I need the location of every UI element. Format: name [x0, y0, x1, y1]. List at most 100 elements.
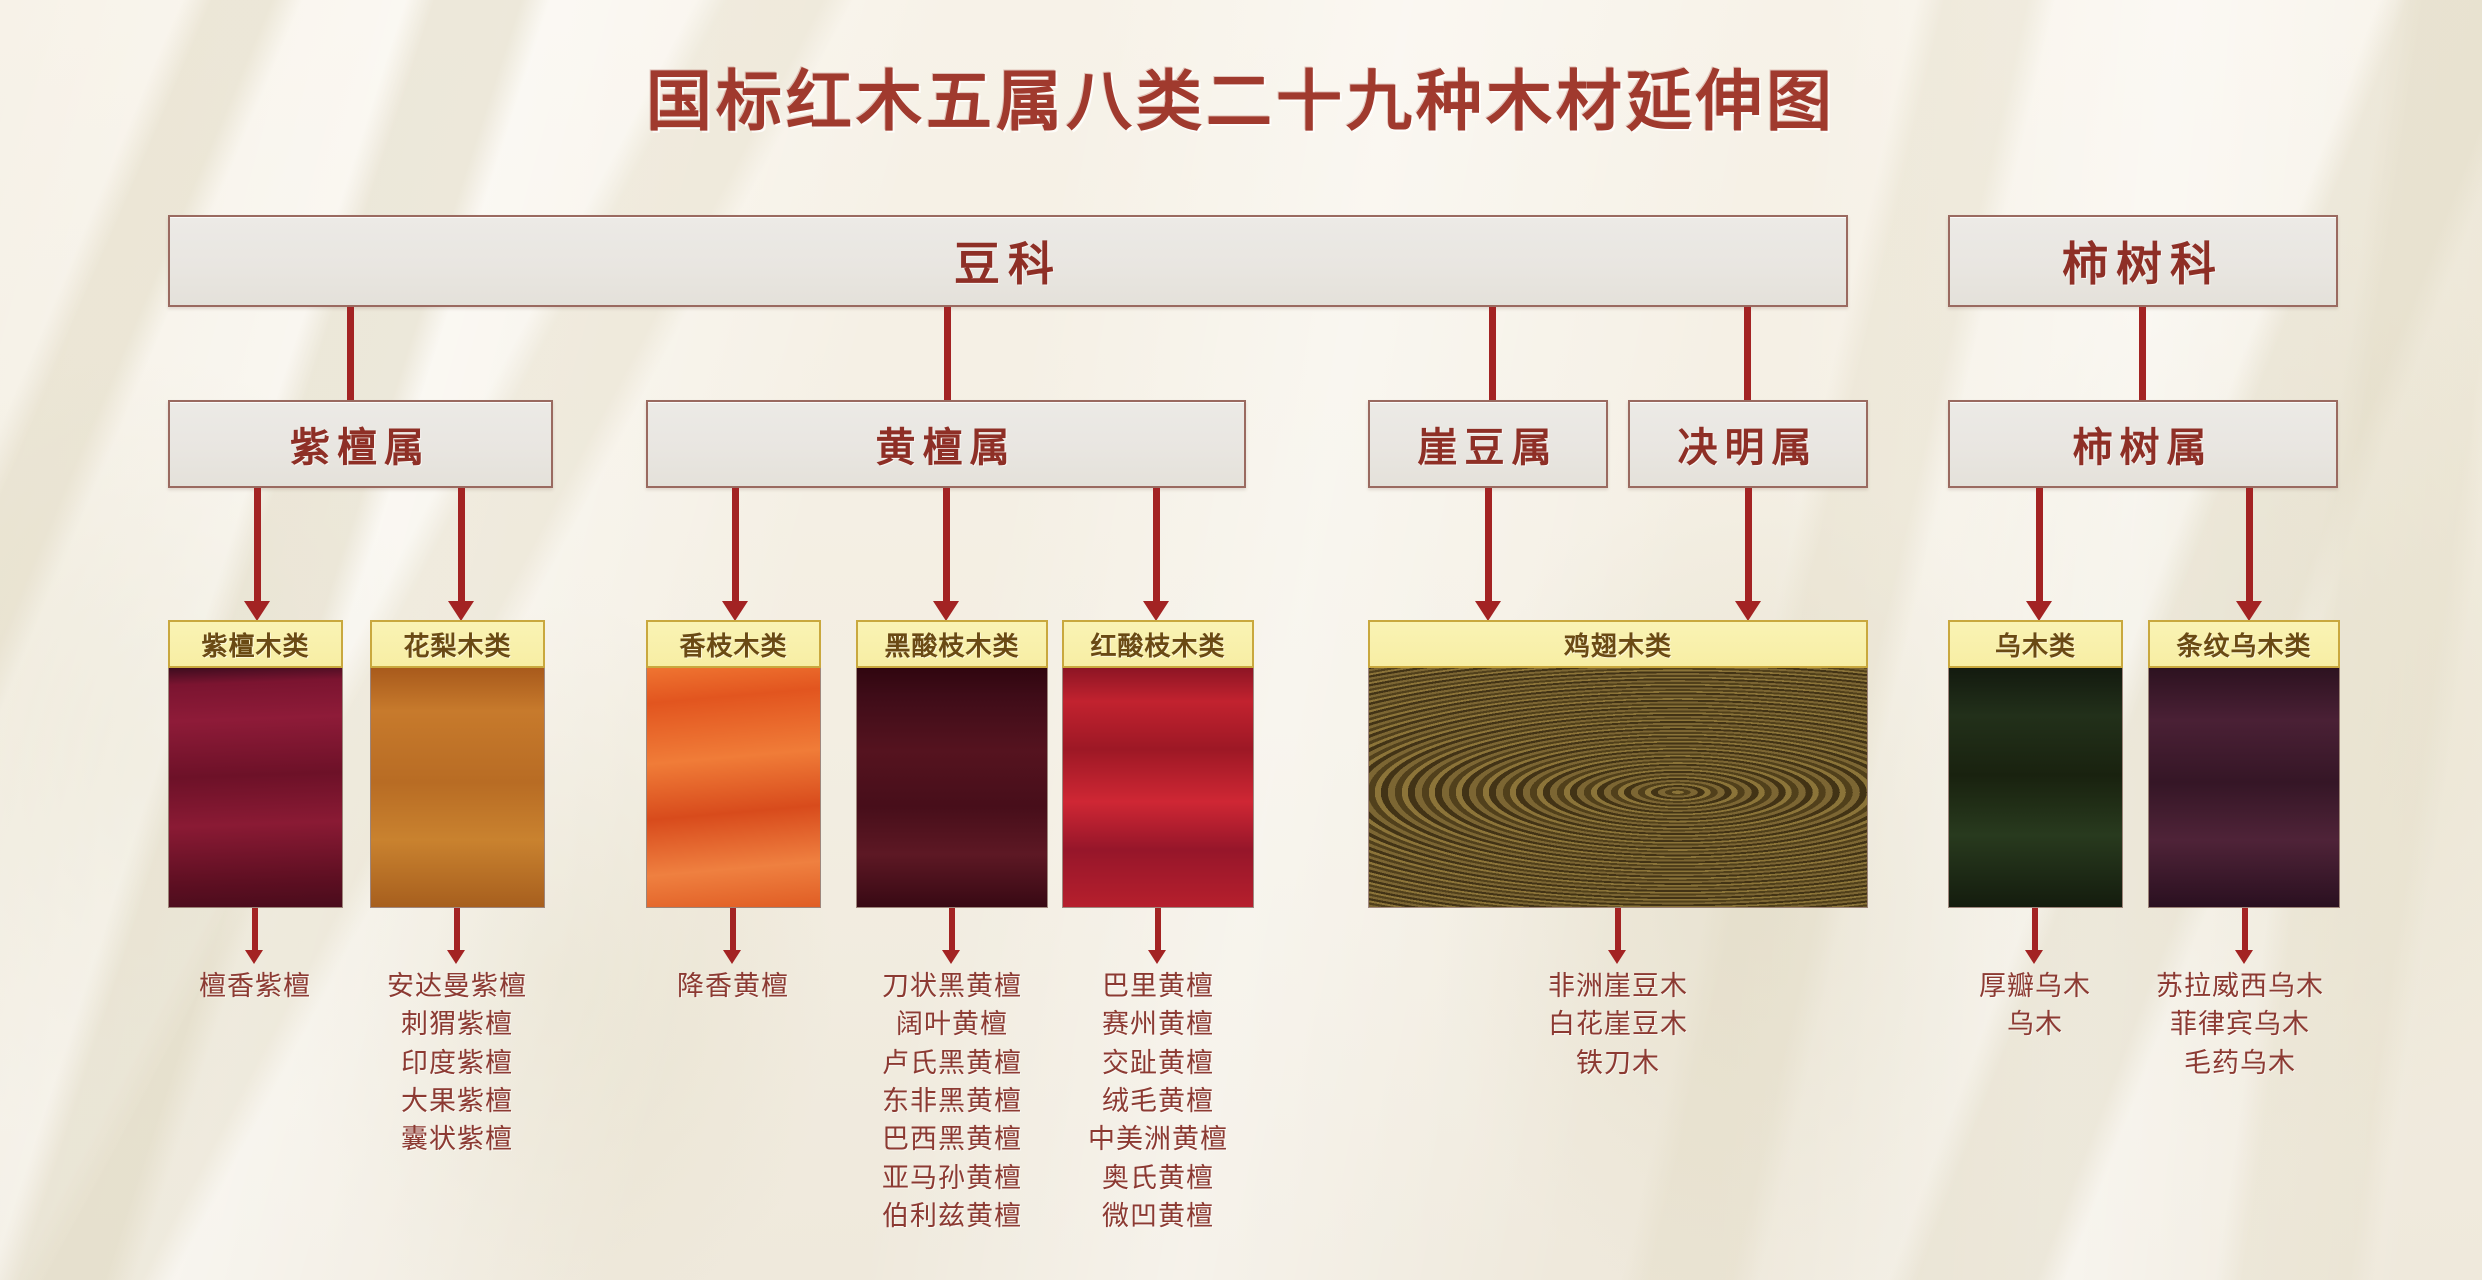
genus-box-dalbergia[interactable]: 黄檀属 — [646, 400, 1246, 488]
category-label: 条纹乌木类 — [2176, 631, 2312, 662]
arrowhead-tiaowenwumu-species — [2235, 950, 2253, 964]
connector-pterocarpus-to-huali — [458, 488, 465, 601]
connector-dalbergia-to-hongsuanzhi — [1153, 488, 1160, 601]
genus-box-diospyros[interactable]: 柿树属 — [1948, 400, 2338, 488]
connector-diospyros-to-wumu — [2036, 488, 2043, 601]
species-item: 巴西黑黄檀 — [882, 1124, 1022, 1156]
category-header-wumu[interactable]: 乌木类 — [1948, 620, 2123, 668]
connector-wumu-to-species — [2032, 908, 2038, 950]
wood-grain-texture — [371, 668, 544, 907]
connector-fabaceae-to-cassia — [1744, 307, 1751, 400]
category-label: 花梨木类 — [403, 631, 512, 662]
species-item: 非洲崖豆木 — [1548, 971, 1688, 1002]
connector-xiangzhi-to-species — [730, 908, 736, 950]
connector-ebenaceae-to-diospyros — [2139, 307, 2146, 400]
genus-box-pterocarpus[interactable]: 紫檀属 — [168, 400, 553, 488]
connector-millettia-to-jichi — [1485, 488, 1492, 601]
species-item: 中美洲黄檀 — [1088, 1124, 1228, 1156]
arrowhead-heisuanzhi — [933, 601, 959, 621]
arrowhead-wumu-species — [2025, 950, 2043, 964]
genus-box-millettia[interactable]: 崖豆属 — [1368, 400, 1608, 488]
genus-label: 决明属 — [1677, 425, 1819, 471]
category-header-huali[interactable]: 花梨木类 — [370, 620, 545, 668]
species-item: 刺猬紫檀 — [401, 1009, 513, 1041]
connector-diospyros-to-tiaowenwumu — [2246, 488, 2253, 601]
species-list-huali: 安达曼紫檀 刺猬紫檀 印度紫檀 大果紫檀 囊状紫檀 — [332, 968, 582, 1160]
wood-swatch-heisuanzhi — [856, 668, 1048, 908]
genus-label: 紫檀属 — [290, 425, 431, 471]
arrowhead-jichi-left — [1475, 601, 1501, 621]
wood-grain-texture — [1063, 668, 1253, 907]
category-header-xiangzhi[interactable]: 香枝木类 — [646, 620, 821, 668]
connector-huali-to-species — [454, 908, 460, 950]
wood-swatch-wumu — [1948, 668, 2123, 908]
species-item: 绒毛黄檀 — [1102, 1085, 1214, 1117]
species-item: 厚瓣乌木 — [1979, 971, 2091, 1002]
wood-swatch-huali — [370, 668, 545, 908]
category-label: 乌木类 — [1994, 631, 2076, 662]
species-item: 巴里黄檀 — [1102, 971, 1214, 1002]
species-item: 铁刀木 — [1576, 1047, 1660, 1079]
connector-zitan-to-species — [252, 908, 258, 950]
species-item: 刀状黑黄檀 — [882, 971, 1022, 1002]
species-item: 毛药乌木 — [2184, 1047, 2296, 1079]
wood-grain-texture — [857, 668, 1047, 907]
connector-jichi-to-species — [1615, 908, 1621, 950]
family-label: 柿树科 — [2062, 237, 2224, 291]
wood-swatch-zitan — [168, 668, 343, 908]
species-list-hongsuanzhi: 巴里黄檀 赛州黄檀 交趾黄檀 绒毛黄檀 中美洲黄檀 奥氏黄檀 微凹黄檀 — [1033, 968, 1283, 1236]
wood-grain-texture — [647, 668, 820, 907]
arrowhead-hongsuanzhi — [1143, 601, 1169, 621]
species-list-xiangzhi: 降香黄檀 — [608, 968, 858, 1006]
species-item: 印度紫檀 — [401, 1047, 513, 1079]
arrowhead-xiangzhi — [722, 601, 748, 621]
wood-grain-texture — [169, 668, 342, 907]
arrowhead-jichi-right — [1735, 601, 1761, 621]
species-item: 亚马孙黄檀 — [882, 1162, 1022, 1194]
category-label: 香枝木类 — [679, 631, 788, 662]
wood-swatch-xiangzhi — [646, 668, 821, 908]
connector-pterocarpus-to-zitan — [254, 488, 261, 601]
connector-cassia-to-jichi — [1745, 488, 1752, 601]
species-list-zitan: 檀香紫檀 — [130, 968, 380, 1006]
family-box-fabaceae[interactable]: 豆科 — [168, 215, 1848, 307]
species-item: 降香黄檀 — [677, 971, 789, 1002]
page-title: 国标红木五属八类二十九种木材延伸图 — [646, 63, 1836, 140]
arrowhead-hongsuanzhi-species — [1148, 950, 1166, 964]
species-item: 伯利兹黄檀 — [882, 1200, 1022, 1232]
category-header-tiaowenwumu[interactable]: 条纹乌木类 — [2148, 620, 2340, 668]
wood-swatch-tiaowenwumu — [2148, 668, 2340, 908]
species-item: 赛州黄檀 — [1102, 1009, 1214, 1041]
wood-grain-texture — [2149, 668, 2339, 907]
connector-dalbergia-to-xiangzhi — [732, 488, 739, 601]
genus-box-cassia[interactable]: 决明属 — [1628, 400, 1868, 488]
category-label: 红酸枝木类 — [1090, 631, 1226, 662]
connector-heisuanzhi-to-species — [949, 908, 955, 950]
category-label: 黑酸枝木类 — [884, 631, 1020, 662]
category-label: 紫檀木类 — [201, 631, 310, 662]
category-header-jichi[interactable]: 鸡翅木类 — [1368, 620, 1868, 668]
species-list-jichi: 非洲崖豆木 白花崖豆木 铁刀木 — [1493, 968, 1743, 1083]
connector-tiaowenwumu-to-species — [2242, 908, 2248, 950]
arrowhead-huali-species — [447, 950, 465, 964]
species-item: 交趾黄檀 — [1102, 1047, 1214, 1079]
arrowhead-heisuanzhi-species — [942, 950, 960, 964]
arrowhead-tiaowenwumu — [2236, 601, 2262, 621]
arrowhead-jichi-species — [1608, 950, 1626, 964]
category-header-heisuanzhi[interactable]: 黑酸枝木类 — [856, 620, 1048, 668]
species-item: 檀香紫檀 — [199, 971, 311, 1002]
species-item: 囊状紫檀 — [401, 1124, 513, 1156]
category-header-hongsuanzhi[interactable]: 红酸枝木类 — [1062, 620, 1254, 668]
genus-label: 柿树属 — [2072, 425, 2214, 471]
arrowhead-wumu — [2026, 601, 2052, 621]
species-item: 阔叶黄檀 — [896, 1009, 1008, 1041]
connector-fabaceae-to-pterocarpus — [347, 307, 354, 400]
wood-grain-texture — [1949, 668, 2122, 907]
arrowhead-zitan-species — [245, 950, 263, 964]
category-header-zitan[interactable]: 紫檀木类 — [168, 620, 343, 668]
species-item: 奥氏黄檀 — [1102, 1162, 1214, 1194]
species-item: 微凹黄檀 — [1102, 1200, 1214, 1232]
family-box-ebenaceae[interactable]: 柿树科 — [1948, 215, 2338, 307]
species-list-wumu: 厚瓣乌木 乌木 — [1910, 968, 2160, 1045]
species-item: 东非黑黄檀 — [882, 1085, 1022, 1117]
